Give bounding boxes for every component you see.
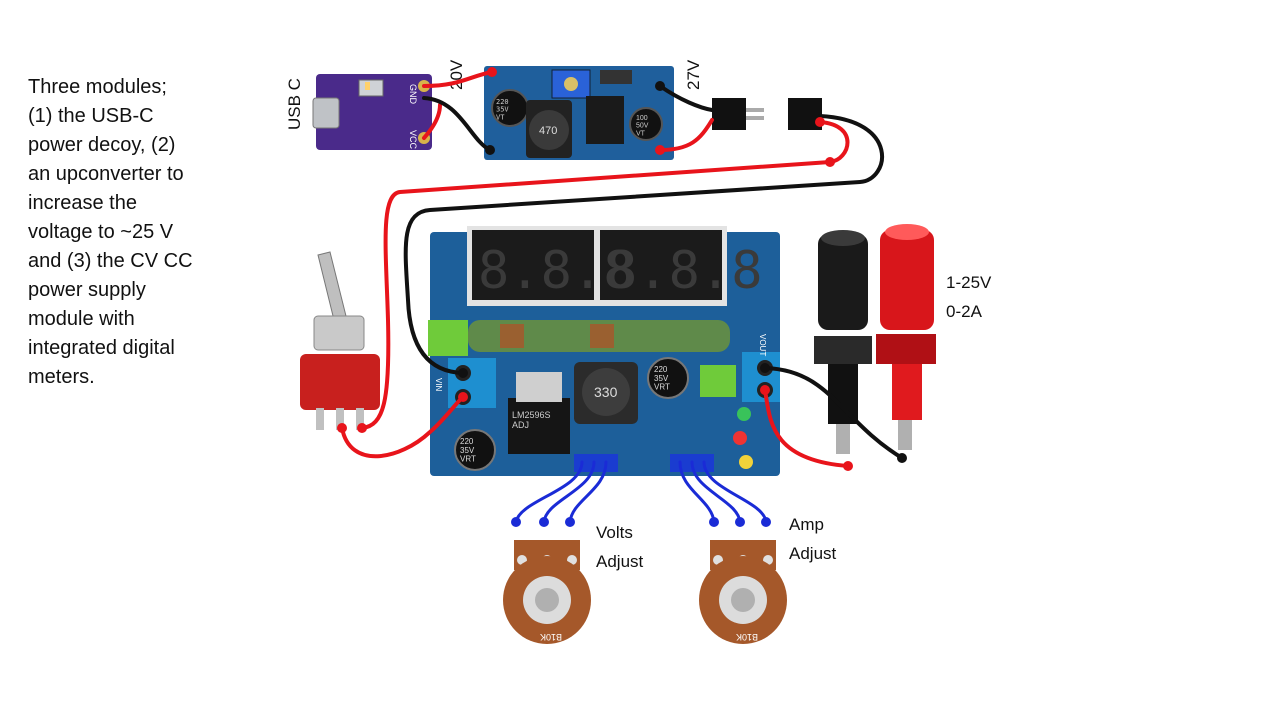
amp-adjust-line2: Adjust [789, 544, 837, 563]
wire-amp-3 [702, 460, 768, 524]
wire-end-dots [337, 67, 907, 527]
output-current-range: 0-2A [946, 302, 982, 321]
vout-marking: VOUT [758, 334, 767, 356]
wire-usb-vcc-to-boost-in [422, 70, 494, 88]
wire-volts-1 [514, 460, 584, 524]
wires [340, 70, 904, 524]
wire-volts-2 [542, 460, 596, 524]
wire-usb-vcc-lower [422, 103, 442, 140]
toggle-switch [300, 251, 380, 430]
wire-red-long [360, 120, 850, 430]
main-inductor-marking: 330 [594, 384, 618, 400]
wire-vout-red [763, 388, 850, 468]
volts-adjust-line2: Adjust [596, 552, 644, 571]
display-left: 8.8.8 [478, 241, 635, 301]
wire-vout-black [763, 366, 904, 460]
wire-volts-3 [568, 460, 608, 524]
wire-switch-to-vin [340, 395, 465, 459]
wire-boost-out-red [658, 118, 714, 152]
connector-pair [712, 98, 822, 130]
boost-inductor-marking: 470 [539, 125, 557, 137]
amp-pot-marking: B10K [736, 632, 758, 642]
volts-adjust-line1: Volts [596, 523, 633, 542]
wire-boost-out-black [658, 84, 714, 112]
vin-marking: VIN [434, 378, 443, 392]
wire-amp-2 [690, 460, 742, 524]
wire-usb-gnd [422, 96, 492, 152]
volts-potentiometer: B10K [503, 540, 591, 644]
description-text: Three modules; (1) the USB-C power decoy… [28, 76, 193, 388]
wire-black-long [403, 114, 885, 375]
usb-gnd-marking: GND [408, 84, 418, 105]
output-voltage-range: 1-25V [946, 273, 992, 292]
display-right: 8.8.8 [606, 241, 763, 301]
binding-post-red [876, 224, 936, 450]
amp-potentiometer: B10K [699, 540, 787, 644]
binding-post-black [814, 230, 872, 454]
volts-pot-marking: B10K [540, 632, 562, 642]
usb-vcc-marking: VCC [408, 130, 418, 150]
amp-adjust-line1: Amp [789, 515, 824, 534]
usb-c-decoy-board: GND VCC [312, 74, 432, 150]
wire-amp-1 [678, 460, 716, 524]
